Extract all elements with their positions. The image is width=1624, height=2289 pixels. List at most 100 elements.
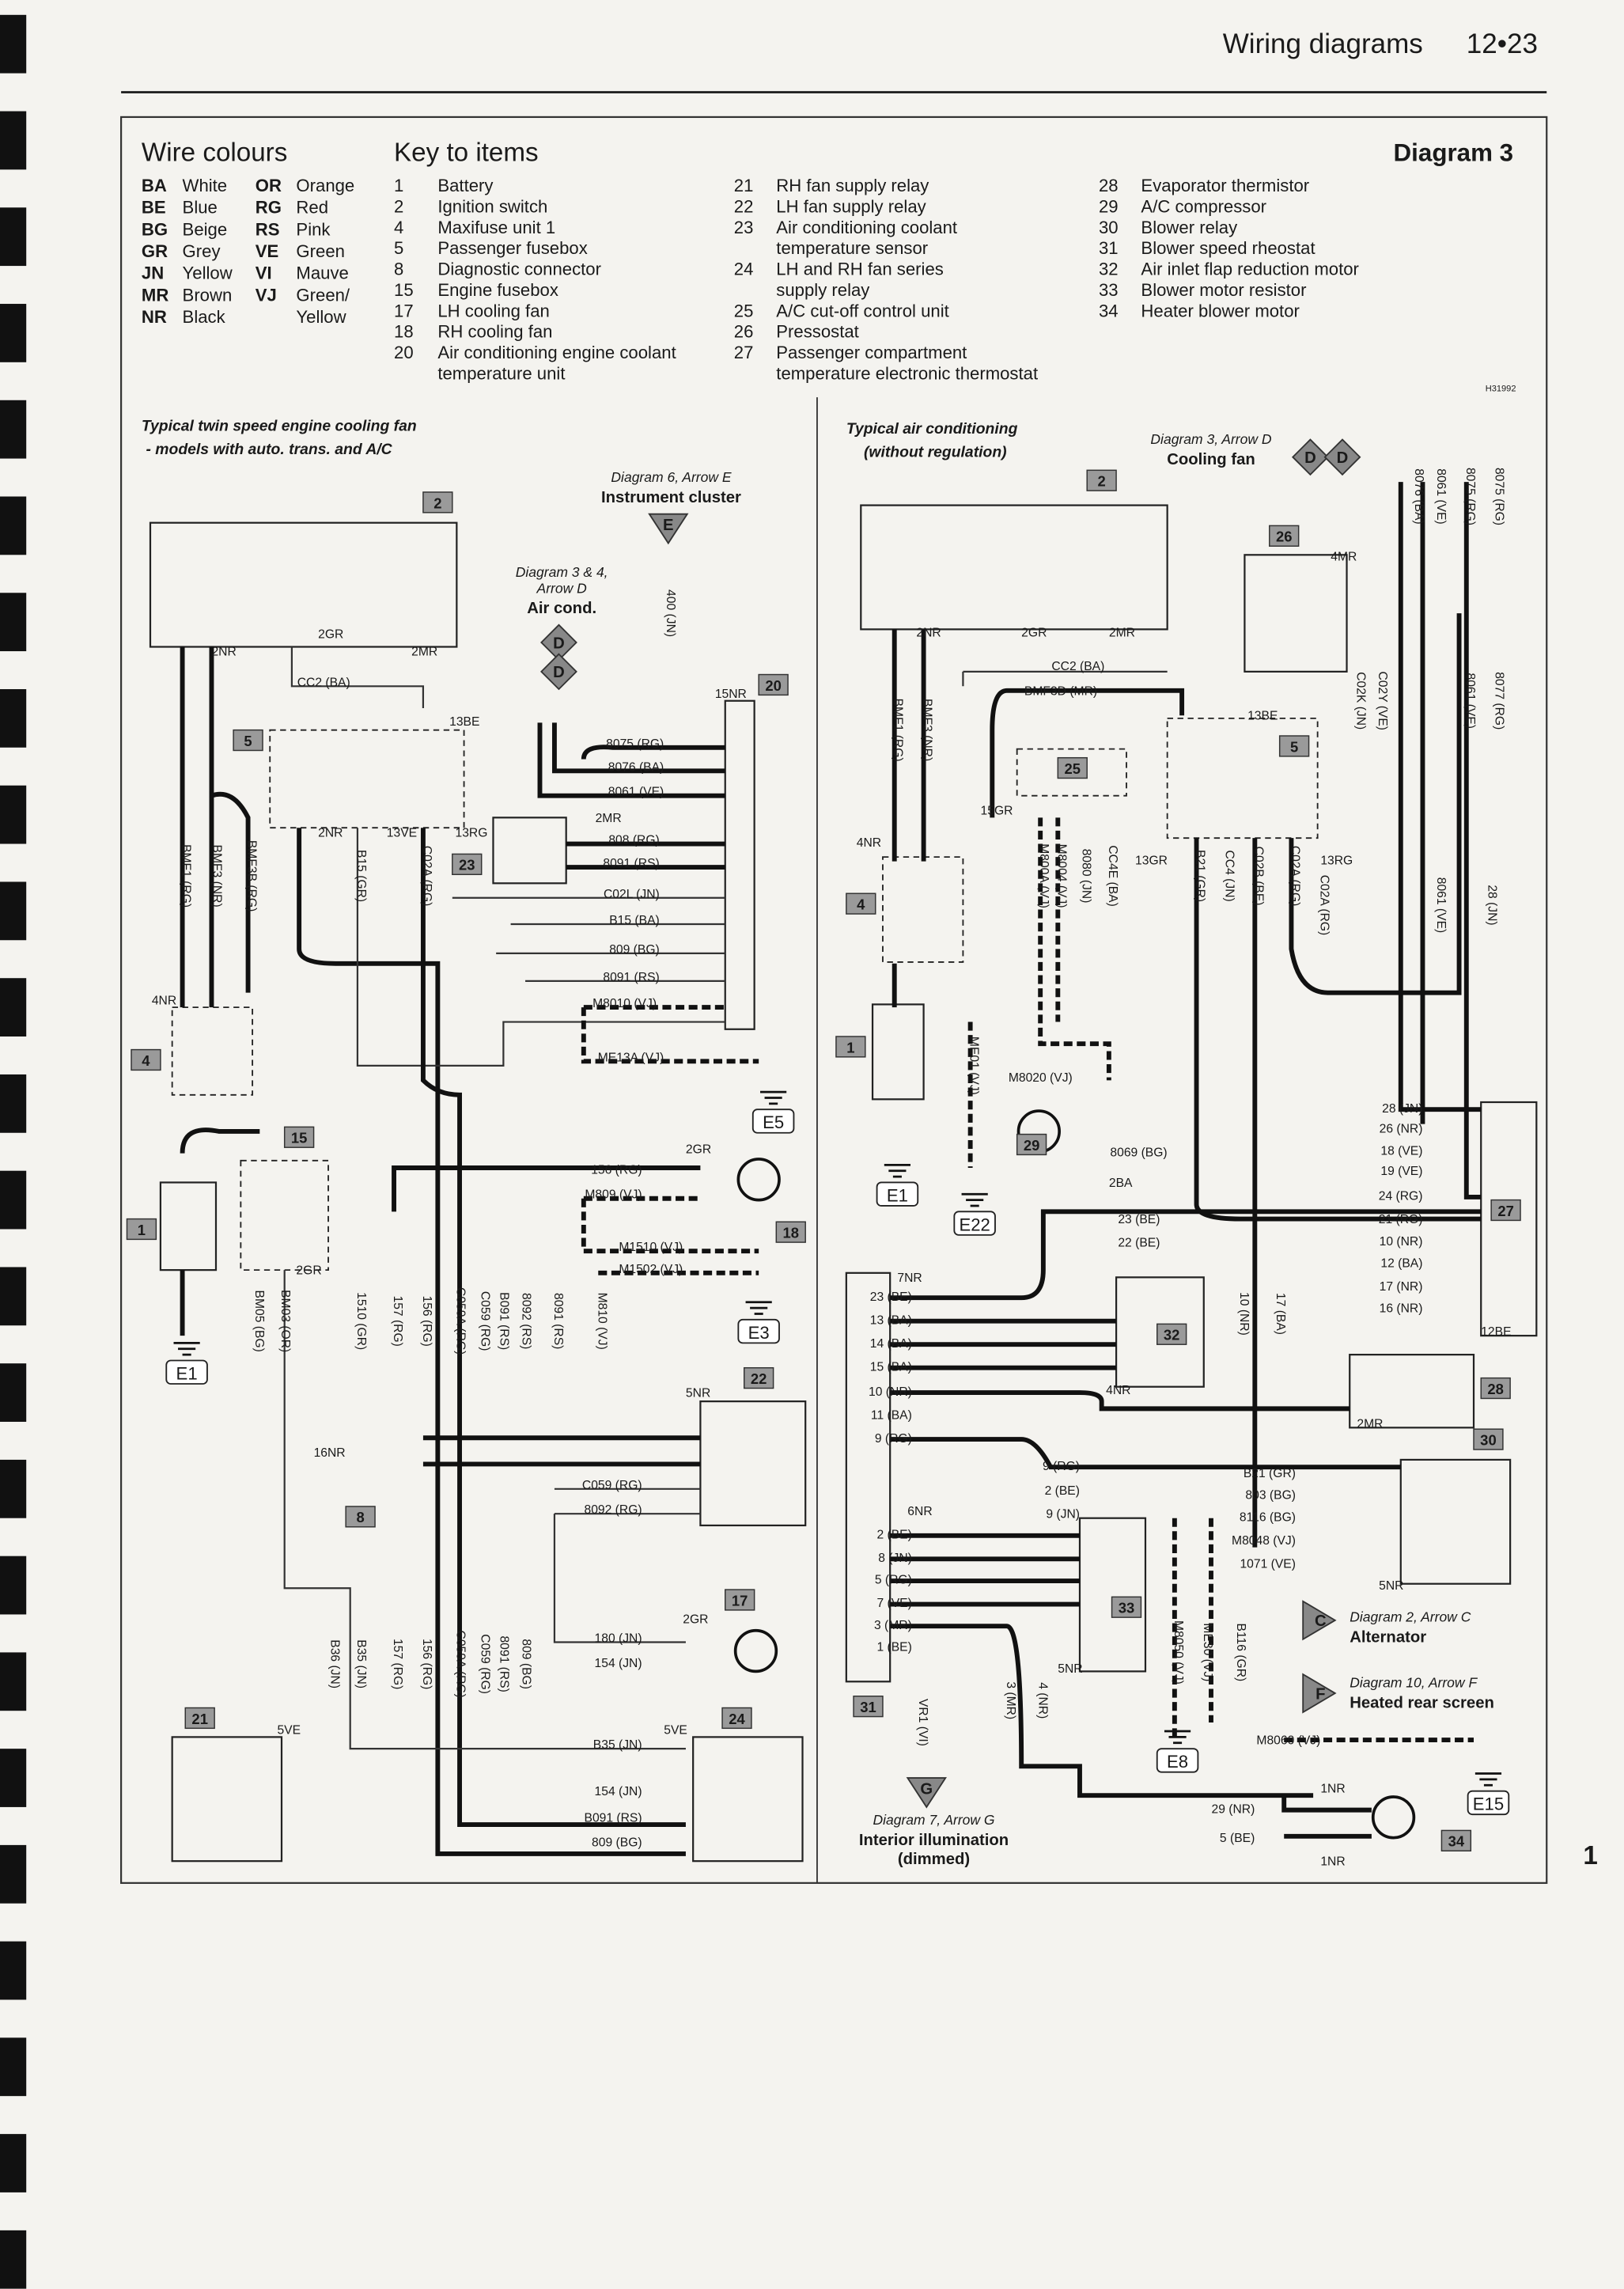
- wire-label: 8061 (VE): [1434, 877, 1448, 934]
- wire-label: 1071 (VE): [1240, 1557, 1296, 1571]
- wire-label: 3 (MR): [874, 1619, 912, 1632]
- wire-label: 809 (BG): [609, 943, 660, 957]
- arrow-letter: D: [553, 635, 565, 652]
- binding-hole: [0, 496, 27, 555]
- component-number: 2: [1098, 473, 1106, 490]
- ground-label: E15: [1473, 1794, 1504, 1814]
- wire-label: BMF1 (RG): [180, 844, 193, 908]
- key-item-number: 22: [734, 196, 754, 216]
- ground-icon: [745, 1301, 772, 1315]
- component-number: 33: [1119, 1600, 1135, 1616]
- wire-colour-name: Green/: [296, 285, 350, 305]
- wire-colour-name: Beige: [183, 219, 228, 239]
- wire-label: C02Y (VE): [1376, 671, 1389, 730]
- left-component-4: 4: [131, 1048, 161, 1071]
- component-number: 4: [142, 1052, 150, 1069]
- wire-label: 809 (BG): [519, 1639, 532, 1689]
- wire-label: B091 (RS): [585, 1811, 642, 1825]
- wire-label: 18 (VE): [1380, 1144, 1422, 1158]
- wire-colour-code: RS: [256, 219, 280, 239]
- key-item-label: Blower speed rheostat: [1141, 238, 1315, 258]
- wire-label: 1 (BE): [876, 1641, 911, 1654]
- binding-hole: [0, 1074, 27, 1133]
- ground-point: E15: [1467, 1772, 1510, 1816]
- arrow-icon: [906, 1777, 947, 1809]
- wire-label: 6NR: [907, 1505, 932, 1518]
- wire-colour-code: MR: [142, 285, 168, 305]
- wire-label: 22 (BE): [1118, 1237, 1160, 1250]
- wire-label: 12BE: [1481, 1325, 1511, 1339]
- right-component-30: 30: [1473, 1428, 1504, 1450]
- left-component-24: 24: [721, 1707, 752, 1730]
- arrow-icon: [648, 513, 689, 545]
- wire-label: C02A (RG): [420, 846, 433, 907]
- wire-label: 400 (JN): [664, 589, 677, 637]
- component-number: 30: [1480, 1431, 1497, 1448]
- wire-label: 8075 (RG): [606, 737, 664, 751]
- key-item-label: supply relay: [776, 280, 870, 300]
- binding-hole: [0, 688, 27, 748]
- wire-label: 2GR: [686, 1143, 711, 1157]
- right-component-5: 5: [1278, 735, 1310, 757]
- wire-label: C059 (RG): [582, 1479, 642, 1492]
- wire-label: 1NR: [1320, 1782, 1345, 1795]
- wire-label: 8 (JN): [878, 1552, 912, 1565]
- key-item-label: Blower relay: [1141, 218, 1238, 237]
- wire-label: 10 (NR): [1237, 1292, 1251, 1336]
- wire-label: 157 (RG): [391, 1639, 404, 1689]
- wire-label: M810 (VJ): [595, 1293, 608, 1350]
- right-component-26: 26: [1269, 525, 1300, 547]
- wire-colour-name: Red: [296, 198, 328, 218]
- wire-colour-code: OR: [256, 176, 282, 195]
- wire-label: BMF3 (NR): [210, 845, 223, 908]
- wire-label: 2NR: [211, 646, 236, 659]
- binding-hole: [0, 1363, 27, 1422]
- wire-label: BMF3 (NR): [921, 699, 934, 761]
- key-item-number: 21: [734, 176, 754, 195]
- arrow-icon: [540, 653, 577, 691]
- key-item-number: 5: [394, 238, 403, 258]
- wire-label: C02K (JN): [1353, 672, 1367, 730]
- wire-colour-name: Blue: [183, 198, 218, 218]
- wire-label: BM03 (OR): [278, 1290, 292, 1352]
- wire-label: 16NR: [314, 1446, 346, 1460]
- key-item-number: 34: [1099, 301, 1119, 320]
- wire-colour-name: Grey: [183, 241, 221, 261]
- wire-label: 28 (JN): [1485, 885, 1498, 925]
- arrow-letter: E: [663, 517, 674, 534]
- wire-colour-code: BE: [142, 198, 166, 218]
- binding-holes: [0, 14, 27, 2289]
- ground-label: E22: [959, 1215, 990, 1234]
- wire-colour-code: VI: [256, 263, 272, 283]
- key-item-label: temperature unit: [437, 363, 565, 383]
- wire-label: 13RG: [1320, 854, 1353, 867]
- page-header-number: 12•23: [1467, 28, 1538, 59]
- key-item-label: A/C cut-off control unit: [776, 301, 948, 320]
- ground-point: E5: [751, 1090, 795, 1134]
- wire-label: 5NR: [1058, 1662, 1082, 1676]
- wire-label: 16 (NR): [1380, 1302, 1423, 1316]
- arrow-destination: Instrument cluster: [601, 489, 741, 506]
- right-component-1: 1: [835, 1036, 866, 1058]
- left-title-2: - models with auto. trans. and A/C: [146, 441, 392, 458]
- wire-label: B15 (GR): [354, 850, 368, 902]
- wire-label: 8061 (VE): [1463, 673, 1477, 730]
- wire-label: C059A (RG): [453, 1631, 467, 1698]
- binding-hole: [0, 14, 27, 74]
- wire-label: 1NR: [1320, 1855, 1345, 1869]
- wire-label: 8075 (RG): [1493, 468, 1506, 525]
- component-number: 17: [732, 1592, 748, 1609]
- left-component-15: 15: [283, 1126, 315, 1148]
- key-item-label: Air conditioning engine coolant: [437, 343, 676, 362]
- binding-hole: [0, 400, 27, 459]
- ground-icon: [1164, 1730, 1191, 1745]
- binding-hole: [0, 1749, 27, 1807]
- wire-colour-code: BG: [142, 219, 168, 239]
- component-number: 24: [729, 1711, 745, 1727]
